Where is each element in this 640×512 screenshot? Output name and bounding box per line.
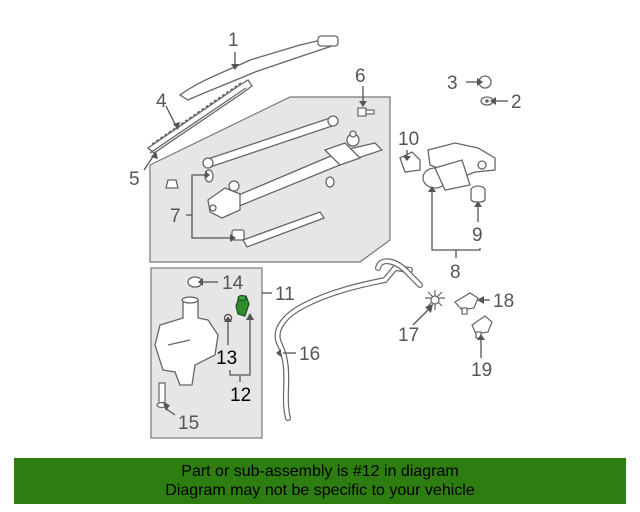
callout-19: 19 <box>471 360 492 381</box>
callout-4: 4 <box>156 91 167 112</box>
nozzle-18-part <box>454 292 479 315</box>
callout-17: 17 <box>398 325 419 346</box>
callout-2: 2 <box>511 92 522 113</box>
joint-17-part <box>425 290 445 310</box>
callout-3: 3 <box>447 73 458 94</box>
callout-12: 12 <box>230 385 251 406</box>
callout-8: 8 <box>450 262 461 283</box>
callout-1: 1 <box>228 30 239 51</box>
part-info-banner: Part or sub-assembly is #12 in diagram D… <box>14 458 626 504</box>
callout-15: 15 <box>178 413 199 434</box>
washer-pump-12-part <box>235 294 250 317</box>
washer-reservoir-part <box>154 296 219 386</box>
grommet-9-part <box>470 185 486 203</box>
wiper-motor-part <box>399 142 496 191</box>
callout-13: 13 <box>216 348 237 369</box>
callout-9: 9 <box>472 225 483 246</box>
nozzle-19-part <box>471 315 493 339</box>
parts-diagram: 1 2 3 4 5 6 7 8 9 10 11 12 13 14 15 16 1… <box>129 30 522 439</box>
arrowheads <box>151 64 496 411</box>
callout-6: 6 <box>355 66 366 87</box>
leader-lines <box>143 52 508 416</box>
callout-14: 14 <box>222 273 244 294</box>
wiper-blade-part <box>146 79 253 154</box>
wiper-linkage-part <box>165 115 384 248</box>
callout-10: 10 <box>398 129 419 150</box>
linkage-panel <box>149 96 391 263</box>
callout-7: 7 <box>170 206 181 227</box>
callout-16: 16 <box>299 344 320 365</box>
callout-11: 11 <box>275 284 295 305</box>
linkage-bolt-part <box>357 107 375 117</box>
callout-18: 18 <box>493 291 514 312</box>
banner-line-1: Part or sub-assembly is #12 in diagram <box>181 463 459 480</box>
banner-line-2: Diagram may not be specific to your vehi… <box>165 482 475 499</box>
callout-5: 5 <box>129 169 140 190</box>
wiper-arm-part <box>178 35 339 101</box>
